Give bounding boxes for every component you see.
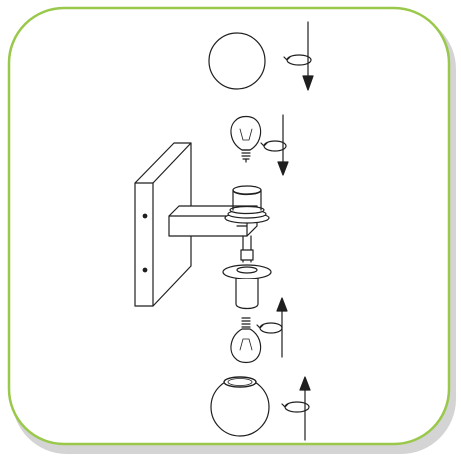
glass-globe-icon (208, 32, 266, 90)
arrow-down-icon (277, 114, 289, 176)
arrow-up-icon (299, 376, 311, 441)
arrow-up-icon (276, 297, 288, 358)
rotate-icon (283, 54, 312, 66)
light-bulb-icon (230, 115, 262, 163)
wall-fixture-icon (134, 142, 272, 310)
light-bulb-icon (230, 317, 262, 364)
arrow-down-icon (302, 21, 314, 91)
glass-globe-icon (210, 376, 270, 437)
rotate-icon (281, 401, 310, 413)
rotate-icon (260, 140, 287, 152)
